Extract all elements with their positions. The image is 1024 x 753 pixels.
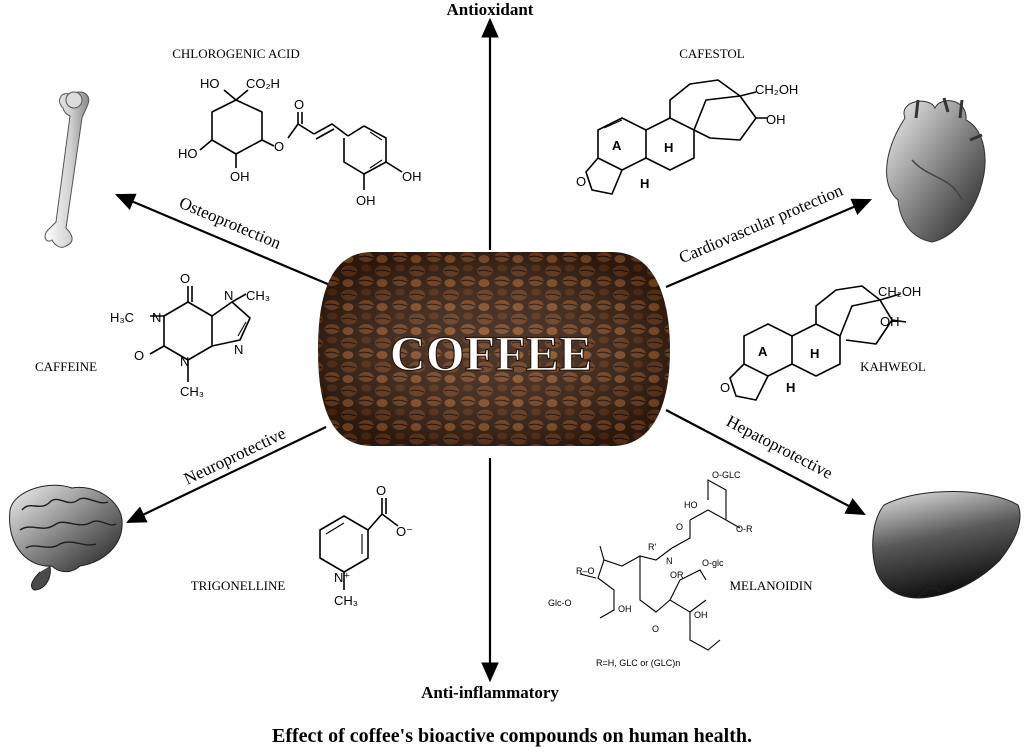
atom-o: O (180, 271, 190, 286)
liver-image (872, 491, 1021, 599)
atom-o-glc: O-GLC (712, 470, 741, 480)
atom-oh: OH (230, 169, 250, 184)
cafestol-structure: A H H O CH₂OH OH (576, 79, 798, 195)
atom-h: H (786, 380, 795, 395)
atom-co2h: CO₂H (246, 76, 280, 91)
atom-oh: OH (402, 169, 422, 184)
atom-o-r: O-R (736, 524, 753, 534)
effect-label-anti-inflammatory: Anti-inflammatory (421, 683, 559, 702)
atom-o: O (274, 139, 284, 154)
atom-n: N (224, 288, 233, 303)
atom-ro: R–O (576, 566, 595, 576)
trigonelline-structure: O O⁻ N⁺ CH₃ (319, 483, 413, 608)
compound-name-chlorogenic-acid: CHLOROGENIC ACID (172, 46, 299, 61)
arrow-cardiovascular (665, 198, 873, 289)
atom-h: H (664, 140, 673, 155)
atom-ho: HO (200, 76, 220, 91)
atom-o-minus: O⁻ (396, 524, 413, 539)
atom-oh: OH (880, 314, 900, 329)
chlorogenic-acid-structure: HO CO₂H HO OH O O OH OH (178, 76, 422, 208)
compound-name-melanoidin: MELANOIDIN (729, 578, 813, 593)
atom-oh: OH (618, 604, 632, 614)
caffeine-structure: O CH₃ H₃C N N N O N CH₃ (110, 271, 270, 399)
atom-h: H (810, 346, 819, 361)
atom-o: O (652, 624, 659, 634)
atom-n: N (234, 342, 243, 357)
atom-ch2oh: CH₂OH (755, 82, 798, 97)
atom-ho: HO (178, 146, 198, 161)
atom-n-plus: N⁺ (334, 570, 350, 585)
atom-o: O (720, 380, 730, 395)
atom-h: H (640, 176, 649, 191)
ring-label-a: A (612, 138, 622, 153)
atom-n: N (180, 354, 189, 369)
compound-name-caffeine: CAFFEINE (35, 359, 97, 374)
atom-o: O (134, 348, 144, 363)
atom-ch3: CH₃ (334, 593, 358, 608)
coffee-title: COFFEE (390, 325, 593, 381)
atom-ho: HO (684, 500, 698, 510)
arrow-hepatoprotective (665, 409, 866, 516)
atom-ch3: CH₃ (180, 384, 204, 399)
atom-oh: OH (694, 610, 708, 620)
ring-label-a: A (758, 344, 768, 359)
atom-n: N (666, 556, 673, 566)
melanoidin-structure: O-GLC HO O-R O R' N R–O O-glc OR Glc-O O… (548, 470, 753, 668)
atom-oh: OH (766, 112, 786, 127)
effect-label-antioxidant: Antioxidant (447, 0, 534, 19)
heart-image (886, 97, 986, 243)
compound-name-cafestol: CAFESTOL (679, 46, 745, 61)
atom-glco: Glc-O (548, 598, 572, 608)
kahweol-structure: A H H O CH₂OH OH (720, 284, 921, 401)
atom-o: O (376, 483, 386, 498)
atom-h3c: H₃C (110, 310, 134, 325)
arrow-neuroprotective (126, 426, 327, 523)
atom-ch2oh: CH₂OH (878, 284, 921, 299)
atom-o: O (676, 522, 683, 532)
brain-image (9, 484, 123, 591)
atom-n: N (152, 310, 161, 325)
arrow-osteoprotection (114, 193, 331, 287)
atom-ch3: CH₃ (246, 288, 270, 303)
atom-oh: OH (356, 193, 376, 208)
atom-o: O (576, 174, 586, 189)
effect-label-neuroprotective: Neuroprotective (181, 424, 289, 489)
melanoidin-note: R=H, GLC or (GLC)n (596, 658, 680, 668)
coffee-beans-image (318, 252, 670, 446)
bone-image (44, 91, 90, 248)
compound-name-trigonelline: TRIGONELLINE (191, 578, 286, 593)
effect-label-cardiovascular: Cardiovascular protection (676, 180, 846, 267)
effect-arrows (114, 17, 873, 683)
compound-name-kahweol: KAHWEOL (860, 359, 926, 374)
atom-o: O (294, 97, 304, 112)
atom-oglc: O-glc (702, 558, 724, 568)
atom-or: OR (670, 570, 684, 580)
figure-caption: Effect of coffee's bioactive compounds o… (272, 725, 752, 747)
atom-r1: R' (648, 542, 656, 552)
